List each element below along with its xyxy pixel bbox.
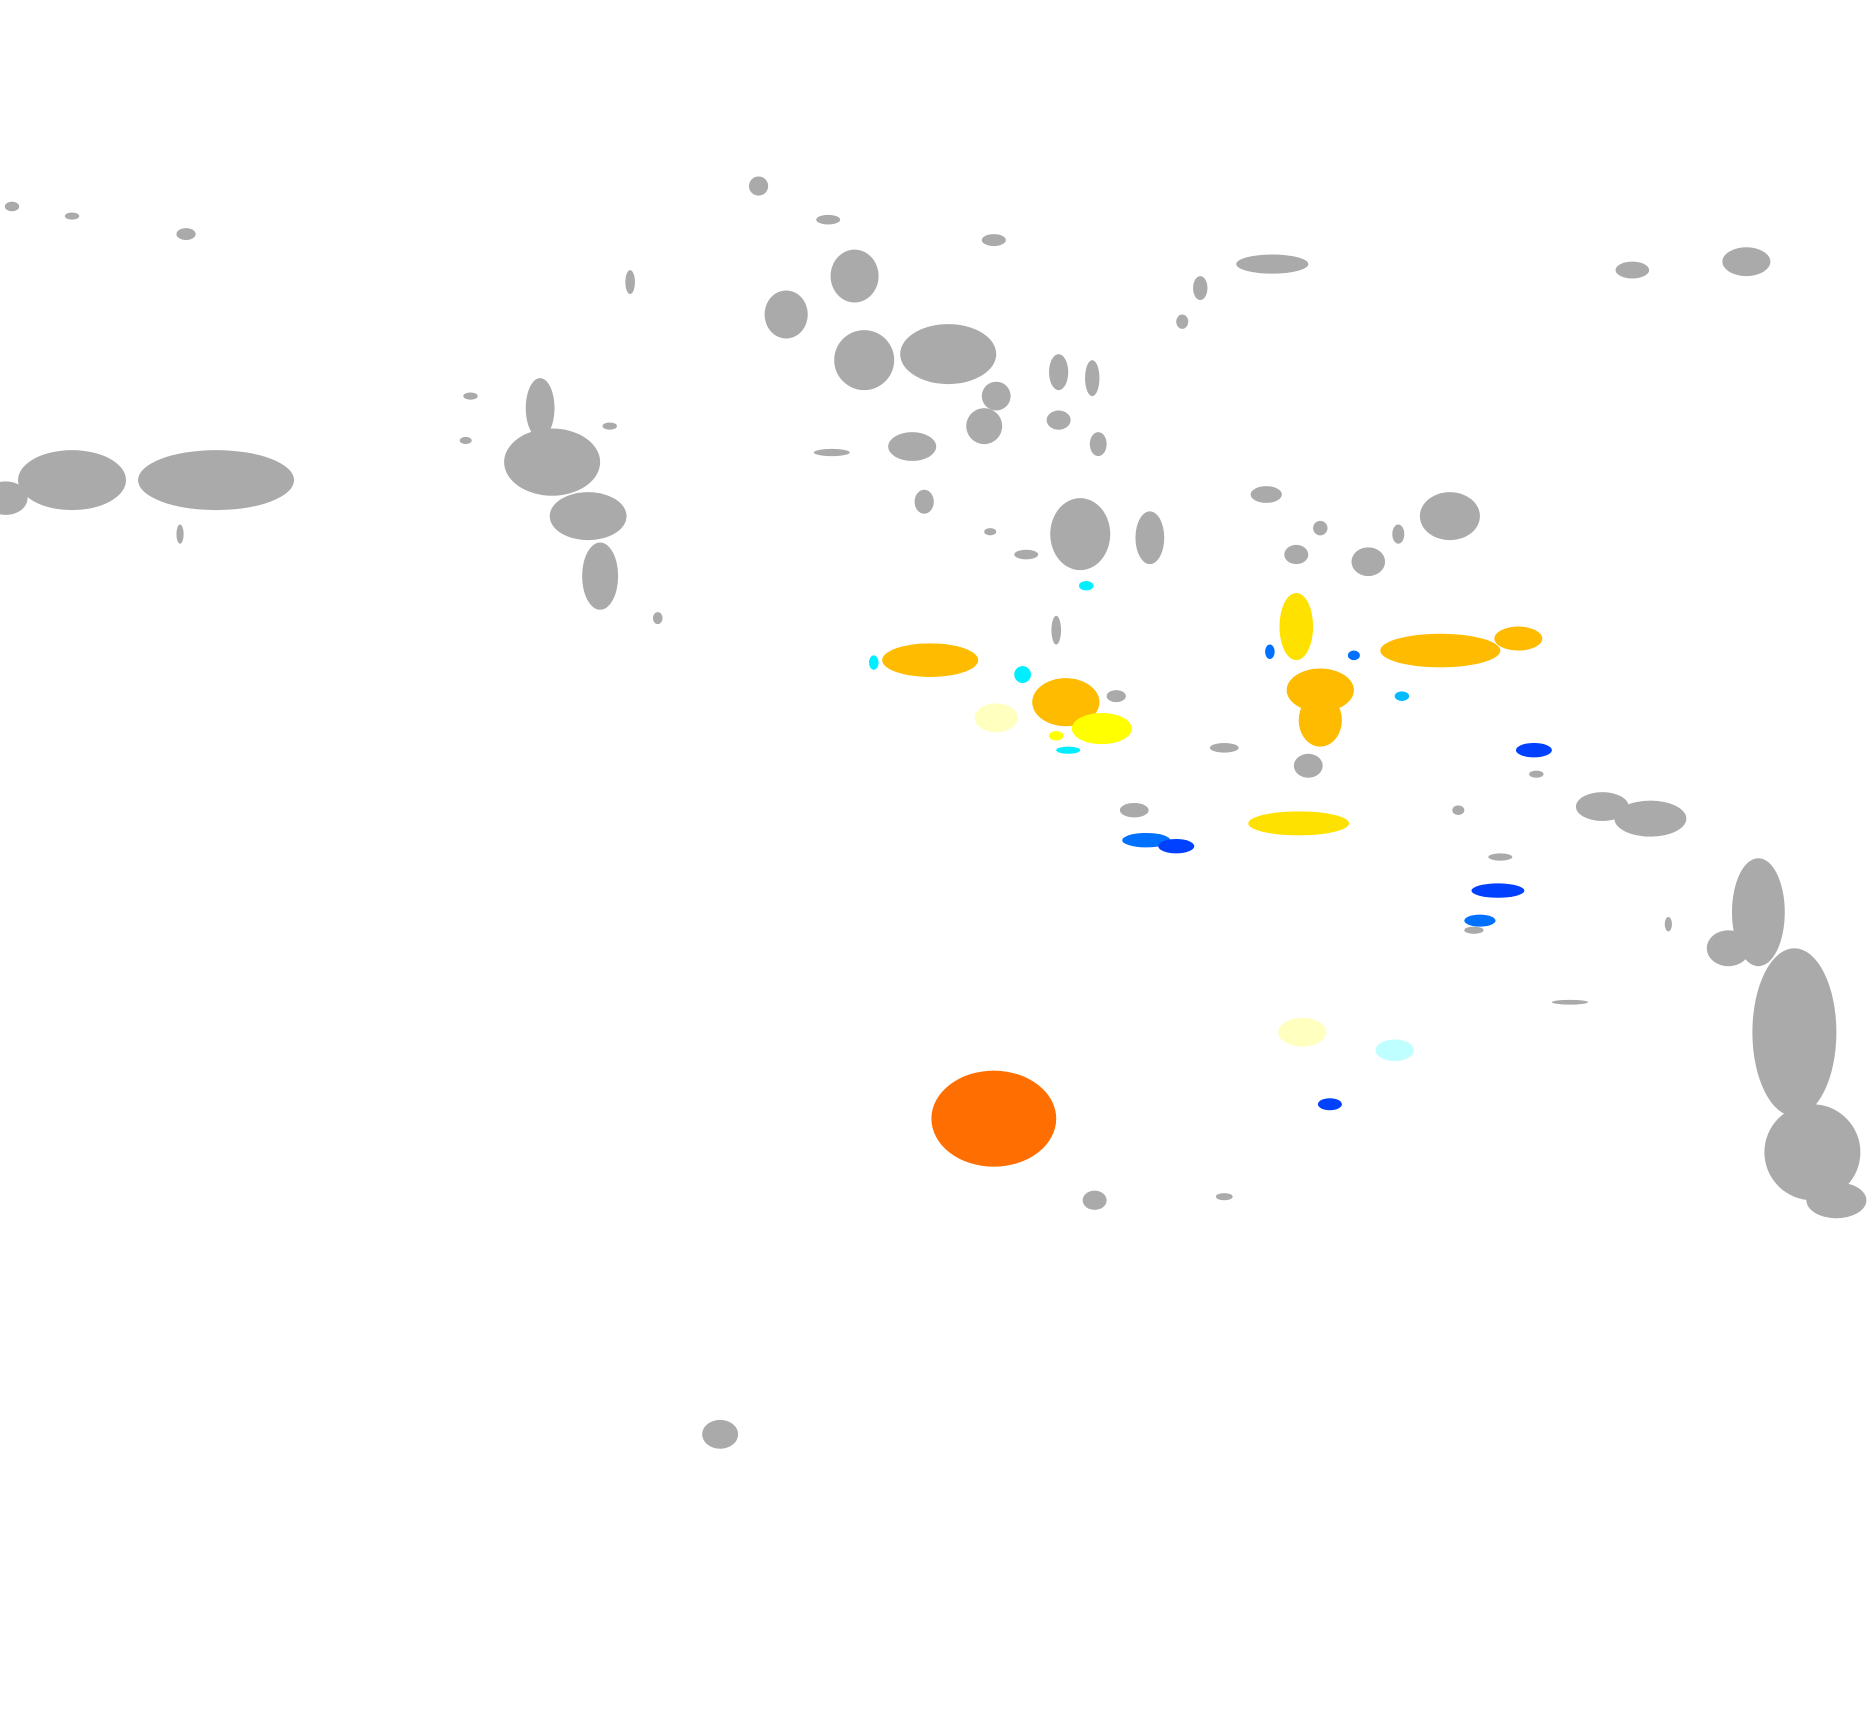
island-unclassified <box>981 234 1006 247</box>
island-unclassified <box>1452 805 1465 815</box>
island-unclassified <box>1014 549 1039 560</box>
island-unclassified <box>1293 753 1323 778</box>
island-unclassified <box>1119 802 1149 818</box>
island-unclassified <box>504 428 601 496</box>
island-pale-yellow <box>1278 1017 1327 1047</box>
island-unclassified <box>813 448 850 457</box>
island-unclassified <box>4 201 20 212</box>
island-cyan <box>1079 580 1094 591</box>
island-dark-blue <box>1471 883 1525 898</box>
island-unclassified <box>1051 615 1062 645</box>
island-unclassified <box>1351 547 1386 577</box>
island-unclassified <box>1464 926 1484 934</box>
island-unclassified <box>549 492 627 541</box>
island-unclassified <box>816 214 841 225</box>
island-unclassified <box>1176 314 1189 329</box>
island-blue <box>1347 650 1360 661</box>
island-unclassified <box>625 270 635 295</box>
island-unclassified <box>1193 276 1208 301</box>
island-unclassified <box>1488 853 1513 861</box>
island-unclassified <box>1806 1182 1867 1219</box>
island-amber <box>1298 693 1342 747</box>
island-dark-blue <box>1158 838 1195 854</box>
island-unclassified <box>834 330 895 391</box>
island-unclassified <box>64 212 80 220</box>
island-unclassified <box>1250 486 1282 503</box>
island-unclassified <box>1209 742 1239 753</box>
island-unclassified <box>0 481 28 515</box>
island-unclassified <box>652 612 663 625</box>
island-unclassified <box>1615 261 1650 279</box>
island-dark-blue <box>1515 742 1552 758</box>
island-unclassified <box>18 450 127 511</box>
island-unclassified <box>1706 930 1750 967</box>
island-orange <box>931 1070 1057 1167</box>
island-dark-blue <box>1317 1098 1342 1111</box>
island-yellow <box>1071 712 1132 745</box>
island-unclassified <box>1082 1190 1107 1210</box>
island-unclassified <box>602 422 617 430</box>
island-unclassified <box>1722 247 1771 277</box>
island-unclassified <box>1085 360 1100 397</box>
island-unclassified <box>1089 432 1107 457</box>
island-unclassified <box>459 436 472 445</box>
island-unclassified <box>764 290 808 339</box>
island-unclassified <box>1284 544 1309 565</box>
island-unclassified <box>1614 800 1687 837</box>
island-unclassified <box>1392 524 1405 544</box>
island-unclassified <box>1313 520 1328 536</box>
island-unclassified <box>1551 999 1588 1005</box>
island-blue <box>1464 914 1496 927</box>
island-unclassified <box>702 1419 739 1449</box>
island-unclassified <box>138 450 295 511</box>
island-unclassified <box>463 392 478 400</box>
island-unclassified <box>984 528 997 536</box>
island-cyan <box>868 655 879 670</box>
island-unclassified <box>830 249 879 303</box>
island-unclassified <box>748 176 769 196</box>
island-unclassified <box>176 228 196 241</box>
island-amber <box>1032 678 1100 727</box>
island-unclassified <box>966 408 1003 445</box>
island-unclassified <box>981 381 1011 411</box>
island-unclassified <box>1046 410 1071 430</box>
classified-islands <box>868 580 1552 1167</box>
island-amber <box>1494 626 1543 651</box>
island-unclassified <box>582 542 619 610</box>
island-unclassified <box>1529 770 1544 778</box>
island-cyan <box>1014 666 1032 683</box>
island-unclassified <box>1236 254 1309 274</box>
island-unclassified <box>1135 511 1165 565</box>
island-gold <box>1248 811 1350 836</box>
island-unclassified <box>1106 690 1126 703</box>
island-gold <box>1279 592 1314 661</box>
island-amber <box>882 643 979 677</box>
island-pale-yellow <box>974 703 1018 733</box>
unclassified-islands <box>0 176 1867 1449</box>
island-unclassified <box>1664 917 1672 932</box>
island-unclassified <box>1215 1193 1233 1201</box>
island-unclassified <box>176 524 184 544</box>
island-unclassified <box>1752 948 1837 1117</box>
island-unclassified <box>1575 792 1629 821</box>
island-unclassified <box>900 324 997 385</box>
island-unclassified <box>1419 492 1480 541</box>
island-unclassified <box>888 432 937 461</box>
island-pale-cyan <box>1375 1039 1414 1062</box>
island-unclassified <box>1049 354 1069 391</box>
island-unclassified <box>525 378 555 439</box>
island-unclassified <box>1764 1104 1861 1201</box>
island-yellow <box>1049 730 1064 741</box>
island-amber <box>1286 668 1354 712</box>
island-unclassified <box>1050 498 1111 571</box>
island-blue <box>1265 644 1275 659</box>
island-blue <box>1122 832 1171 848</box>
island-amber <box>1380 633 1501 668</box>
island-cyan <box>1056 746 1081 754</box>
island-sky-blue <box>1394 691 1410 701</box>
island-unclassified <box>914 489 934 514</box>
